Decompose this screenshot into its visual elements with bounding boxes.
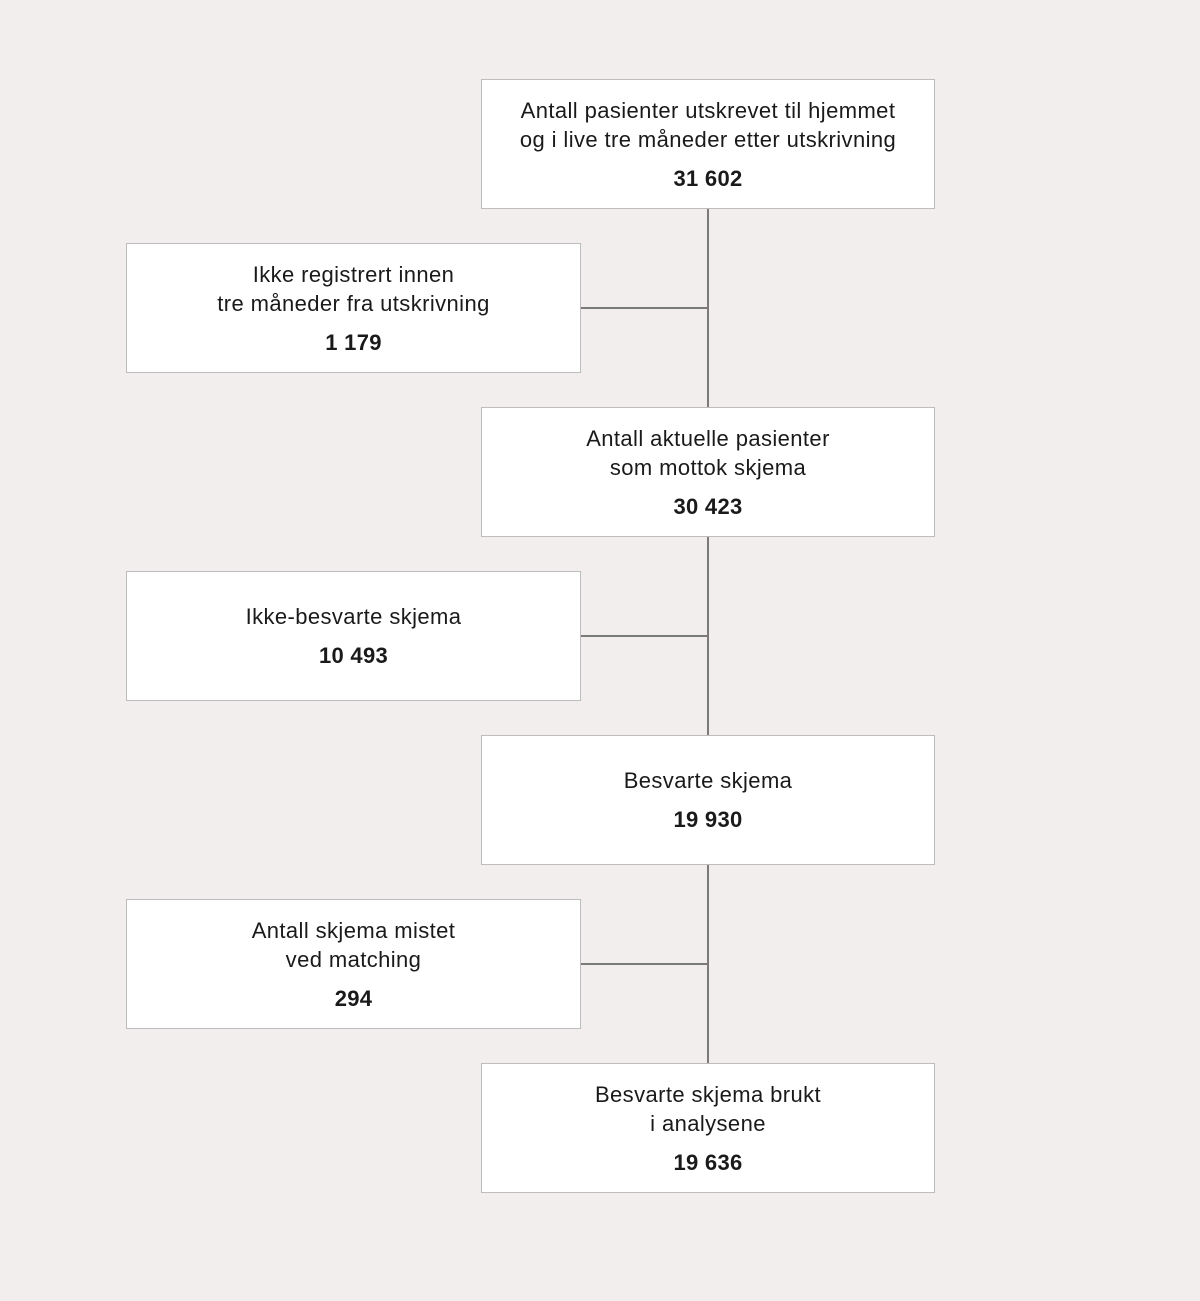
unanswered-form-box: Ikke-besvarte skjema 10 493	[126, 571, 581, 701]
answered-form-count: 19 930	[673, 807, 743, 832]
analysed-form-box: Besvarte skjema brukt i analysene 19 636	[481, 1063, 935, 1193]
unanswered-form-label: Ikke-besvarte skjema	[245, 604, 462, 629]
branch-line-unanswered	[581, 635, 708, 637]
not-registered-label: Ikke registrert innen tre måneder fra ut…	[217, 261, 490, 316]
analysed-form-count: 19 636	[673, 1149, 743, 1175]
received-form-count: 30 423	[673, 493, 743, 519]
received-form-label: Antall aktuelle pasienter som mottok skj…	[586, 425, 830, 480]
total-patients-box: Antall pasienter utskrevet til hjemmet o…	[481, 79, 935, 209]
flow-trunk-line	[707, 209, 709, 1064]
answered-form-box: Besvarte skjema 19 930	[481, 735, 935, 865]
branch-line-not-registered	[581, 307, 708, 309]
total-patients-count: 31 602	[673, 165, 743, 191]
received-form-box: Antall aktuelle pasienter som mottok skj…	[481, 407, 935, 537]
lost-matching-label: Antall skjema mistet ved matching	[251, 917, 456, 972]
lost-matching-box: Antall skjema mistet ved matching 294	[126, 899, 581, 1029]
unanswered-form-count: 10 493	[318, 643, 389, 668]
total-patients-label: Antall pasienter utskrevet til hjemmet o…	[519, 97, 897, 152]
not-registered-box: Ikke registrert innen tre måneder fra ut…	[126, 243, 581, 373]
lost-matching-count: 294	[334, 985, 373, 1011]
not-registered-count: 1 179	[325, 329, 382, 355]
analysed-form-label: Besvarte skjema brukt i analysene	[594, 1081, 822, 1136]
branch-line-lost-matching	[581, 963, 708, 965]
answered-form-label: Besvarte skjema	[623, 768, 793, 793]
